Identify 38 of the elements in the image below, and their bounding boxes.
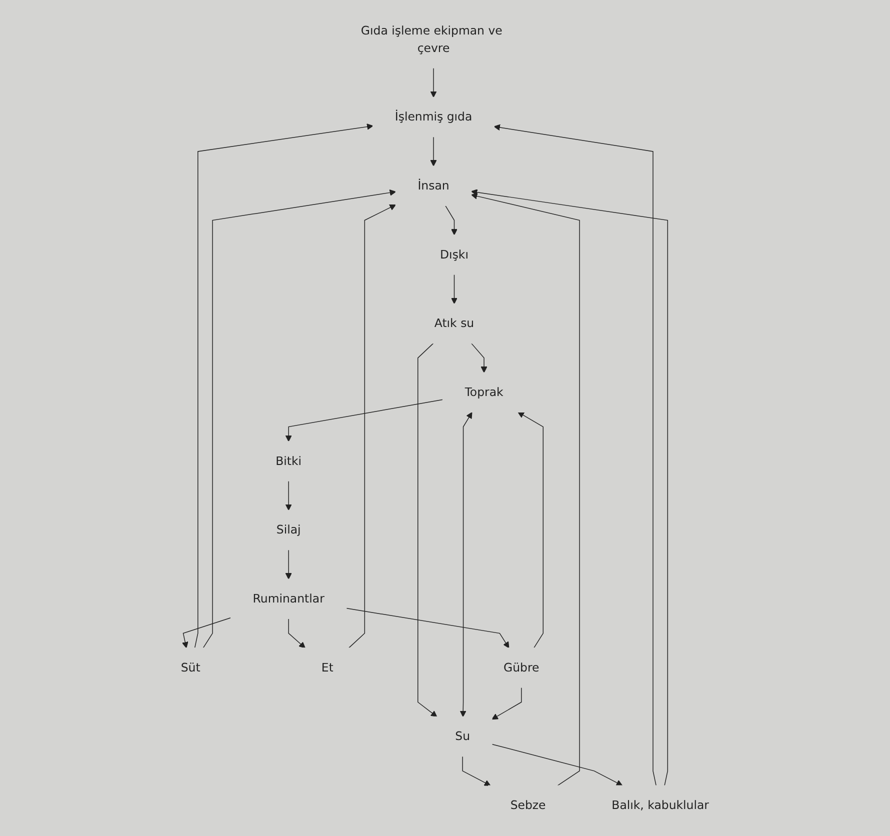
arrow (518, 412, 544, 648)
arrow (471, 192, 580, 786)
arrow (451, 274, 458, 304)
node-text: Su (455, 729, 470, 744)
node-text: Gıda işleme ekipman ve çevre (361, 23, 502, 55)
arrow (285, 549, 292, 580)
node-text: Et (322, 660, 334, 674)
node-text: Ruminantlar (252, 592, 324, 606)
arrow (202, 189, 396, 648)
arrow (285, 399, 444, 442)
arrow (492, 744, 623, 786)
node-text: İnsan (418, 178, 450, 192)
arrow (462, 756, 491, 786)
node-text: Süt (180, 660, 200, 674)
arrow (494, 124, 657, 786)
node-text: Gübre (504, 660, 540, 674)
arrow (348, 204, 396, 648)
arrow (460, 412, 472, 718)
arrow (492, 687, 522, 720)
node-text: Dışkı (440, 247, 469, 262)
node-text: Bitki (276, 454, 302, 468)
node-text: Atık su (434, 316, 474, 330)
node-text: Balık, kabuklular (612, 798, 710, 812)
arrow (182, 617, 232, 648)
arrow (285, 480, 292, 511)
arrow (430, 68, 437, 98)
arrow (445, 205, 458, 236)
node-text: Toprak (464, 385, 504, 399)
arrow (194, 124, 374, 648)
node-text: Sebze (510, 798, 546, 812)
arrow (430, 136, 437, 166)
node-text: İşlenmiş gıda (394, 110, 472, 124)
arrow (346, 608, 510, 648)
arrow (471, 342, 488, 373)
arrow (288, 618, 306, 648)
arrow (471, 189, 668, 786)
node-text: Silaj (276, 522, 301, 537)
arrow (418, 342, 438, 718)
